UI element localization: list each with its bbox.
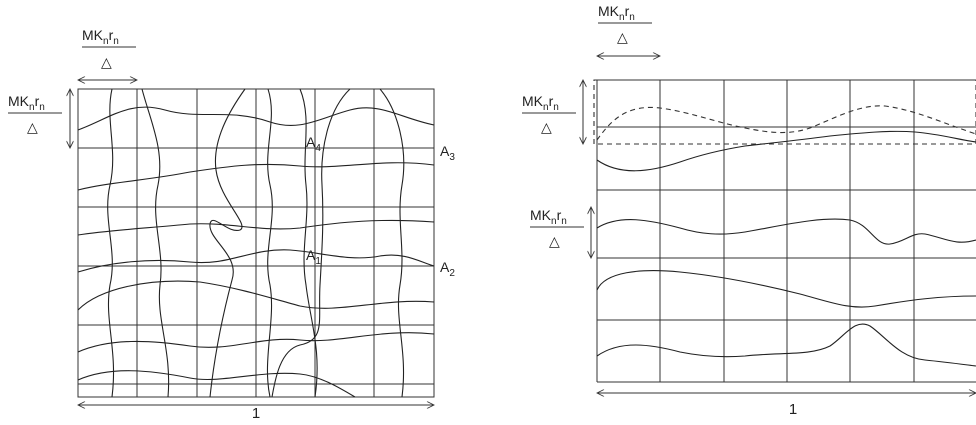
triangle-symbol: △ [541, 119, 552, 135]
point-label-a4: A4 [306, 134, 321, 154]
svg-text:MKnrn: MKnrn [8, 93, 45, 113]
left-top-dimension-label: MKnrn △ [82, 27, 136, 70]
triangle-symbol: △ [549, 233, 560, 249]
triangle-symbol: △ [101, 54, 112, 70]
left-side-dimension-label: MKnrn △ [8, 93, 62, 135]
left-unit-label: 1 [252, 405, 260, 420]
svg-text:MKnrn: MKnrn [598, 3, 635, 23]
right-top-dimension-label: MKnrn △ [598, 3, 652, 45]
left-vertical-curves [107, 88, 405, 398]
left-horizontal-curves [77, 106, 435, 398]
right-grid [596, 79, 976, 383]
triangle-symbol: △ [27, 119, 38, 135]
svg-text:MKnrn: MKnrn [522, 93, 559, 113]
right-panel: MKnrn △ MKnrn △ MKnrn △ [522, 3, 976, 418]
right-dashed-band-box [593, 79, 976, 145]
left-grid [77, 88, 435, 398]
right-side-dimension-label-top: MKnrn △ [522, 93, 576, 135]
svg-text:MKnrn: MKnrn [530, 207, 567, 227]
point-label-a1: A1 [306, 247, 321, 267]
triangle-symbol: △ [617, 29, 628, 45]
right-solid-waves [596, 130, 976, 367]
left-panel: MKnrn △ MKnrn △ [8, 27, 455, 422]
svg-text:MKnrn: MKnrn [82, 27, 119, 47]
right-unit-label: 1 [789, 401, 797, 418]
right-side-dimension-label-bottom: MKnrn △ [530, 207, 584, 249]
point-label-a3: A3 [440, 143, 455, 163]
point-label-a2: A2 [440, 259, 455, 279]
